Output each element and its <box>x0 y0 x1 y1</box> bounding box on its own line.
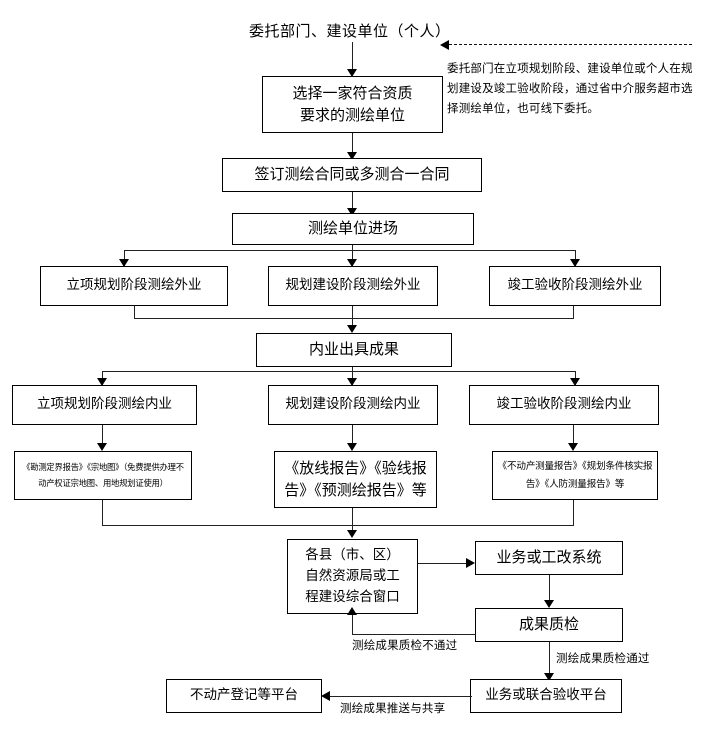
edge-label-check-passed: 测绘成果质检通过 <box>556 651 650 665</box>
node-county-window[interactable]: 各县（市、区） 自然资源局或工 程建设综合窗口 <box>287 539 418 614</box>
dashed-annotation-line <box>449 44 692 45</box>
node-field-acceptance[interactable]: 竣工验收阶段测绘外业 <box>489 266 661 306</box>
edge-field-right-arrow <box>570 259 580 267</box>
edge-converge-bar <box>134 318 574 319</box>
edge-cw-left-h <box>102 525 352 526</box>
edge-office-stem <box>352 367 353 372</box>
edge-business-to-qc-arrow <box>544 600 554 608</box>
edge-office-right-arrow <box>570 378 580 386</box>
node-office-planning[interactable]: 立项规划阶段测绘内业 <box>12 385 197 425</box>
node-business-system[interactable]: 业务或工改系统 <box>475 541 623 575</box>
edge-office-left-arrow <box>97 378 107 386</box>
node-field-planning[interactable]: 立项规划阶段测绘外业 <box>40 266 228 306</box>
edge-cw-arrow <box>347 530 357 538</box>
edge-qc-pass-v <box>549 642 550 682</box>
edge-field-left-arrow <box>119 259 129 267</box>
node-registration-platform[interactable]: 不动产登记等平台 <box>166 679 322 713</box>
node-office-result[interactable]: 内业出具成果 <box>256 333 452 367</box>
edge-fanout-field-right <box>575 250 576 267</box>
edge-result-mid-arrow <box>347 443 357 451</box>
edge-title-to-select <box>352 42 353 71</box>
edge-cw-mid-v <box>352 508 353 534</box>
node-quality-check[interactable]: 成果质检 <box>475 608 623 642</box>
node-result-construction[interactable]: 《放线报告》《验线报 告》《预测绘报告》等 <box>274 451 437 508</box>
edge-cw-to-business-arrow <box>466 558 475 568</box>
node-office-construction[interactable]: 规划建设阶段测绘内业 <box>268 385 438 425</box>
edge-fanout-office-bar <box>102 371 575 372</box>
edge-qc-pass-arrow <box>544 673 554 681</box>
edge-result-right-arrow <box>568 443 578 451</box>
diagram-title: 委托部门、建设单位（个人） <box>249 22 451 40</box>
edge-converge-left <box>134 306 135 319</box>
node-joint-platform[interactable]: 业务或联合验收平台 <box>470 679 622 713</box>
edge-label-check-failed: 测绘成果质检不通过 <box>352 638 458 652</box>
edge-field-mid-arrow <box>347 259 357 267</box>
edge-label-push-share: 测绘成果推送与共享 <box>340 701 446 715</box>
edge-qc-fail-arrow <box>347 607 357 615</box>
edge-push-share-arrow <box>321 691 330 701</box>
node-sign-contract[interactable]: 签订测绘合同或多测合一合同 <box>222 158 482 192</box>
edge-business-to-qc <box>549 575 550 605</box>
edge-push-share-line <box>330 696 472 697</box>
node-unit-enter[interactable]: 测绘单位进场 <box>232 213 474 245</box>
edge-qc-fail-h <box>352 634 476 635</box>
edge-contract-to-enter-arrow <box>347 208 357 216</box>
edge-cw-right-h <box>352 525 574 526</box>
edge-fanout-field-bar <box>124 250 576 251</box>
edge-qc-fail-v <box>352 614 353 635</box>
node-result-planning[interactable]: 《勘测定界报告》《宗地图》（免费提供办理不动产权证宗地图、用地规划证使用） <box>14 451 192 500</box>
edge-office-mid-arrow <box>347 378 357 386</box>
edge-fanout-field-mid <box>352 250 353 267</box>
edge-enter-stem <box>352 245 353 251</box>
edge-fanout-field-left <box>124 250 125 267</box>
node-result-acceptance[interactable]: 《不动产测量报告》《规划条件核实报告》《人防测量报告》等 <box>492 451 658 500</box>
edge-cw-to-business <box>418 563 470 564</box>
edge-cw-left-v <box>102 500 103 526</box>
edge-result-right <box>573 425 574 447</box>
edge-title-to-select-arrow <box>347 69 357 77</box>
node-select-unit[interactable]: 选择一家符合资质 要求的测绘单位 <box>262 76 443 133</box>
edge-select-to-contract <box>352 133 353 157</box>
edge-converge-right <box>573 306 574 319</box>
edge-converge-mid <box>352 306 353 319</box>
edge-result-left-arrow <box>97 443 107 451</box>
edge-contract-to-enter <box>352 192 353 213</box>
edge-select-to-contract-arrow <box>347 152 357 160</box>
node-office-acceptance[interactable]: 竣工验收阶段测绘内业 <box>469 385 659 425</box>
dashed-annotation-arrowhead <box>440 40 449 50</box>
annotation-text: 委托部门在立项规划阶段、建设单位或个人在规划建设及竣工验收阶段，通过省中介服务超… <box>447 61 693 116</box>
edge-converge-stem <box>352 318 353 330</box>
edge-result-left <box>102 425 103 447</box>
node-field-construction[interactable]: 规划建设阶段测绘外业 <box>268 266 438 306</box>
edge-cw-right-v <box>573 500 574 526</box>
edge-result-mid <box>352 425 353 447</box>
edge-converge-arrow <box>347 325 357 333</box>
